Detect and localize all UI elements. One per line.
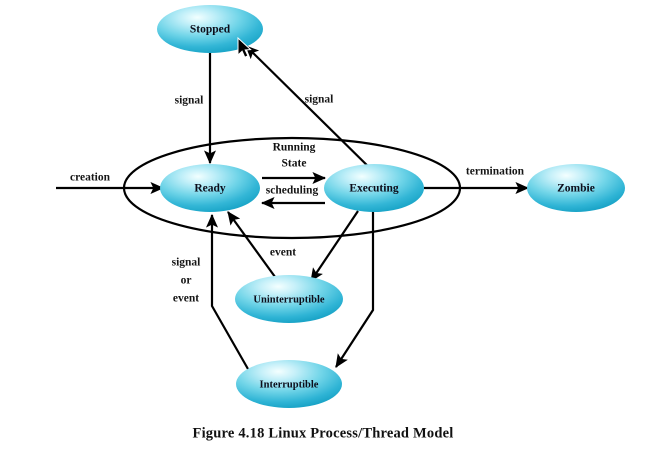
edge-interruptible-to-ready <box>205 213 249 370</box>
node-uninterruptible-label: Uninterruptible <box>253 294 325 305</box>
edge-label-termination: termination <box>466 166 525 178</box>
node-executing-label: Executing <box>349 183 398 195</box>
node-uninterruptible[interactable]: Uninterruptible <box>235 275 343 323</box>
node-executing[interactable]: Executing <box>324 164 424 212</box>
edge-labels-layer: creation signal signal scheduling termin… <box>70 94 525 305</box>
edge-label-signal-or-event-line3: event <box>173 293 199 305</box>
node-stopped-label: Stopped <box>190 24 231 36</box>
running-state-group-ellipse <box>122 136 462 240</box>
edge-uninterruptible-to-ready <box>227 211 279 282</box>
node-interruptible-label: Interruptible <box>260 379 319 390</box>
edge-executing-to-interruptible <box>335 211 375 368</box>
edge-executing-to-uninterruptible <box>310 210 359 282</box>
node-stopped[interactable]: Stopped <box>157 5 263 53</box>
edge-executing-to-stopped <box>245 45 381 179</box>
node-zombie[interactable]: Zombie <box>527 164 625 212</box>
running-state-label: Running State <box>273 142 316 170</box>
node-ready[interactable]: Ready <box>160 164 260 212</box>
node-zombie-label: Zombie <box>557 183 595 195</box>
node-ready-label: Ready <box>194 183 226 195</box>
edge-label-scheduling: scheduling <box>266 185 319 197</box>
edge-label-signal-or-event-line2: or <box>181 275 192 287</box>
edge-label-event: event <box>270 247 296 259</box>
edge-label-signal-stopped-to-ready: signal <box>175 95 204 107</box>
running-state-label-line2: State <box>282 158 307 170</box>
edge-label-signal-or-event-line1: signal <box>172 257 201 269</box>
edges-layer <box>56 45 530 370</box>
node-interruptible[interactable]: Interruptible <box>236 360 342 408</box>
nodes-layer: Stopped Ready Executing Zombie Uninterru… <box>157 5 625 408</box>
edge-label-creation: creation <box>70 172 111 184</box>
running-state-label-line1: Running <box>273 142 316 154</box>
mouse-pointer-icon <box>237 36 252 58</box>
figure-caption: Figure 4.18 Linux Process/Thread Model <box>193 425 454 441</box>
edge-label-signal-executing-to-stopped: signal <box>305 94 334 106</box>
